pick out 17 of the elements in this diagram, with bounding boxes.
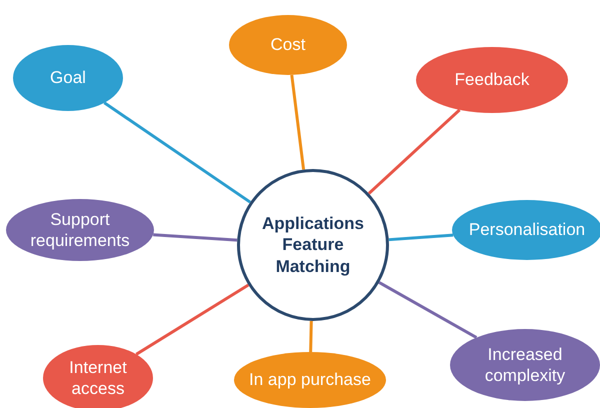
topic-label: Personalisation [468, 219, 586, 241]
connector-line [136, 284, 250, 356]
connector-line [104, 102, 252, 204]
topic-label: Cost [270, 34, 306, 56]
connector-line [388, 234, 454, 242]
topic-label: Feedback [454, 69, 530, 91]
topic-label: Increased complexity [484, 344, 566, 386]
connector-line [290, 74, 306, 170]
topic-label: In app purchase [248, 369, 372, 391]
topic-label: Support requirements [29, 208, 131, 252]
topic-label: Internet access [68, 356, 128, 400]
hub-title: Applications Feature Matching [260, 213, 365, 277]
connector-line [368, 108, 461, 195]
connector-line [378, 281, 478, 339]
topic-label: Goal [49, 67, 87, 89]
connector-line [309, 320, 313, 352]
connector-line [153, 233, 238, 242]
